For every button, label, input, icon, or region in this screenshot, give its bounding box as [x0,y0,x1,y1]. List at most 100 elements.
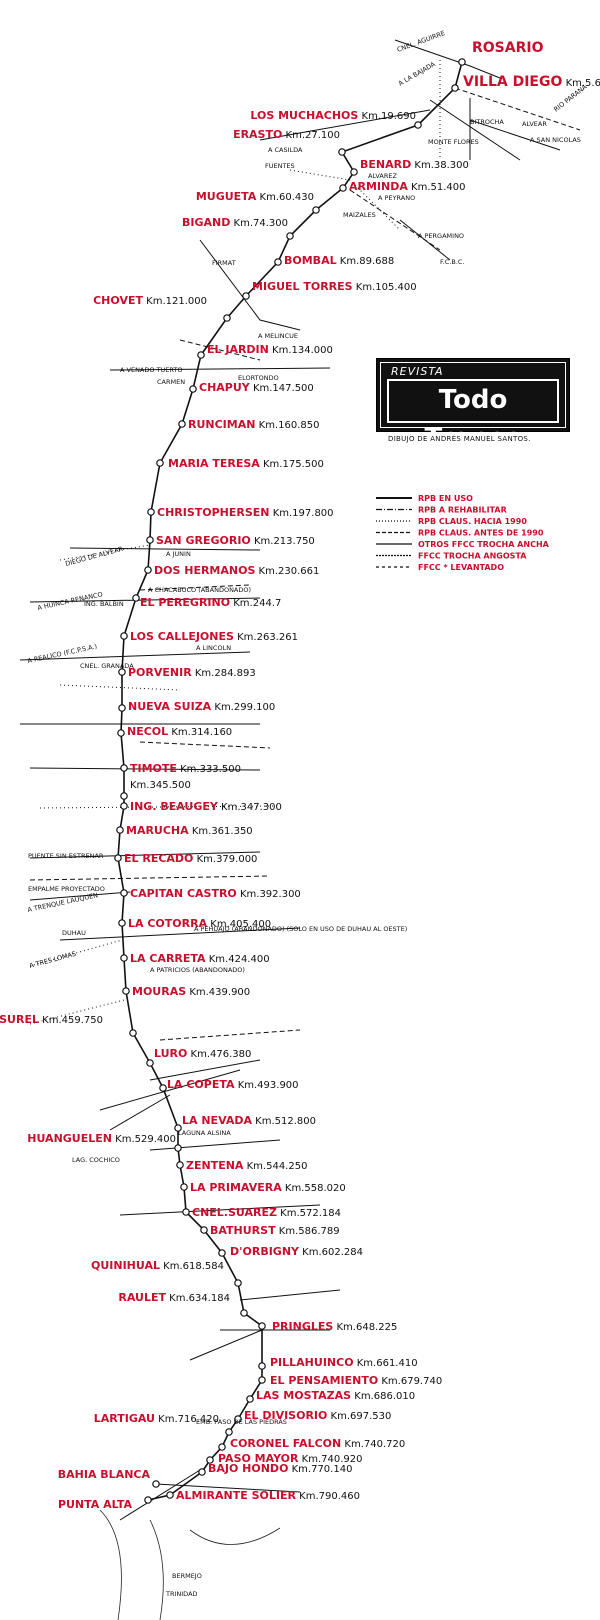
station-label: PRINGLES Km.648.225 [272,1320,397,1333]
station-marker [156,459,164,467]
branch-line [29,999,125,1025]
station-label: CHAPUY Km.147.500 [199,381,314,394]
branch-line [19,651,251,661]
station-label: MUGUETA Km.60.430 [196,190,314,203]
annotation-ffcbc: F.C.B.C. [440,258,465,266]
branch-line [155,1483,301,1493]
station-km: Km.345.500 [130,780,191,791]
station-km: Km.634.184 [166,1293,230,1304]
station-marker [118,668,126,676]
station-name: ZENTENA [186,1159,244,1172]
station-marker [339,184,347,192]
logo-revista-text: REVISTA [391,365,444,378]
station-name: BAJO HONDO [208,1462,288,1475]
annotation-duhau: DUHAU [62,929,86,937]
branch-line [29,767,261,771]
station-km: Km.716.420 [155,1414,219,1425]
station-km: Km.121.000 [143,296,207,307]
station-label: CHOVET Km.121.000 [93,294,207,307]
legend-label: RPB CLAUS. ANTES DE 1990 [418,529,544,538]
station-km: Km.476.380 [187,1049,251,1060]
station-label: MASUREL Km.459.750 [0,1013,103,1026]
station-marker [414,121,422,129]
station-km: Km.679.740 [378,1376,442,1387]
station-name: BIGAND [182,216,230,229]
station-name: BENARD [360,158,411,171]
station-marker [218,1443,226,1451]
station-km: Km.648.225 [333,1322,397,1333]
station-name: QUINIHUAL [91,1259,160,1272]
annotation-fuentes: FUENTES [265,162,295,170]
station-marker [114,854,122,862]
station-label: PASO MAYOR Km.740.920 [218,1452,363,1465]
station-km: Km.134.000 [269,345,333,356]
station-marker [258,1322,266,1330]
station-label: BENARD Km.38.300 [360,158,469,171]
station-km: Km.284.893 [192,668,256,679]
station-name: CHRISTOPHERSEN [157,506,270,519]
annotation-a-melincue: A MELINCUE [258,332,298,340]
station-name: LOS CALLEJONES [130,630,234,643]
station-label: CNEL.SUAREZ Km.572.184 [192,1206,341,1219]
station-name: DOS HERMANOS [154,564,255,577]
station-label: MOURAS Km.439.900 [132,985,250,998]
station-label: SAN GREGORIO Km.213.750 [156,534,315,547]
station-label: Km.345.500 [130,780,191,791]
station-km: Km.618.584 [160,1261,224,1272]
branch-line [429,99,521,161]
station-name: PUNTA ALTA [58,1498,133,1511]
annotation-a-junin: A JUNIN [166,550,191,558]
station-marker [120,954,128,962]
branch-line [29,875,271,881]
station-km: Km.105.400 [353,282,417,293]
station-km: Km.697.530 [327,1411,391,1422]
station-label: LA PRIMAVERA Km.558.020 [190,1181,346,1194]
station-label: EL RECADO Km.379.000 [124,852,257,865]
station-marker [159,1084,167,1092]
station-km: Km.586.789 [276,1226,340,1237]
station-marker [198,1468,206,1476]
station-label: MIGUEL TORRES Km.105.400 [252,280,417,293]
station-marker [458,58,466,66]
station-label: ROSARIO [472,40,544,56]
station-km: Km.602.284 [299,1247,363,1258]
station-name: NUEVA SUIZA [128,700,212,713]
station-name: ROSARIO [472,40,544,56]
station-marker [206,1456,214,1464]
station-name: LARTIGAU [94,1412,155,1425]
station-km: Km.263.261 [234,632,298,643]
annotation-cnel-granada: CNEL. GRANADA [80,662,134,670]
station-label: BATHURST Km.586.789 [210,1224,340,1237]
station-km: Km.379.000 [193,854,257,865]
branch-line [289,169,401,231]
station-label: BAJO HONDO Km.770.140 [208,1462,352,1475]
annotation-a-chacabuco: A CHACABUCO (ABANDONADO) [148,586,251,594]
station-name: ALMIRANTE SOLIER [176,1489,296,1502]
station-name: NECOL [127,725,168,738]
station-name: LAS MOSTAZAS [256,1389,351,1402]
station-km: Km.19.690 [358,111,416,122]
branch-line [59,927,301,941]
station-marker [146,536,154,544]
legend-label: RPB EN USO [418,494,473,503]
station-marker [146,1059,154,1067]
branch-line [469,119,561,151]
station-label: LA COPETA Km.493.900 [167,1078,299,1091]
station-label: CORONEL FALCON Km.740.720 [230,1437,405,1450]
annotation-a-san-nicolas: A SAN NICOLAS [530,136,581,144]
station-marker [118,919,126,927]
branch-line [29,597,261,603]
station-marker [178,420,186,428]
station-km: Km.230.661 [255,566,319,577]
branch-line [39,805,281,809]
annotation-a-trenque: A TRENQUE LAUQUEN [27,891,99,914]
station-label: NECOL Km.314.160 [127,725,232,738]
annotation-a-casilda: A CASILDA [268,146,303,154]
station-name: LURO [154,1047,187,1060]
station-km: Km.572.184 [277,1208,341,1219]
station-label: LURO Km.476.380 [154,1047,251,1060]
branch-line [239,1289,341,1301]
station-km: Km.89.688 [337,256,395,267]
branch-line [119,1469,201,1521]
